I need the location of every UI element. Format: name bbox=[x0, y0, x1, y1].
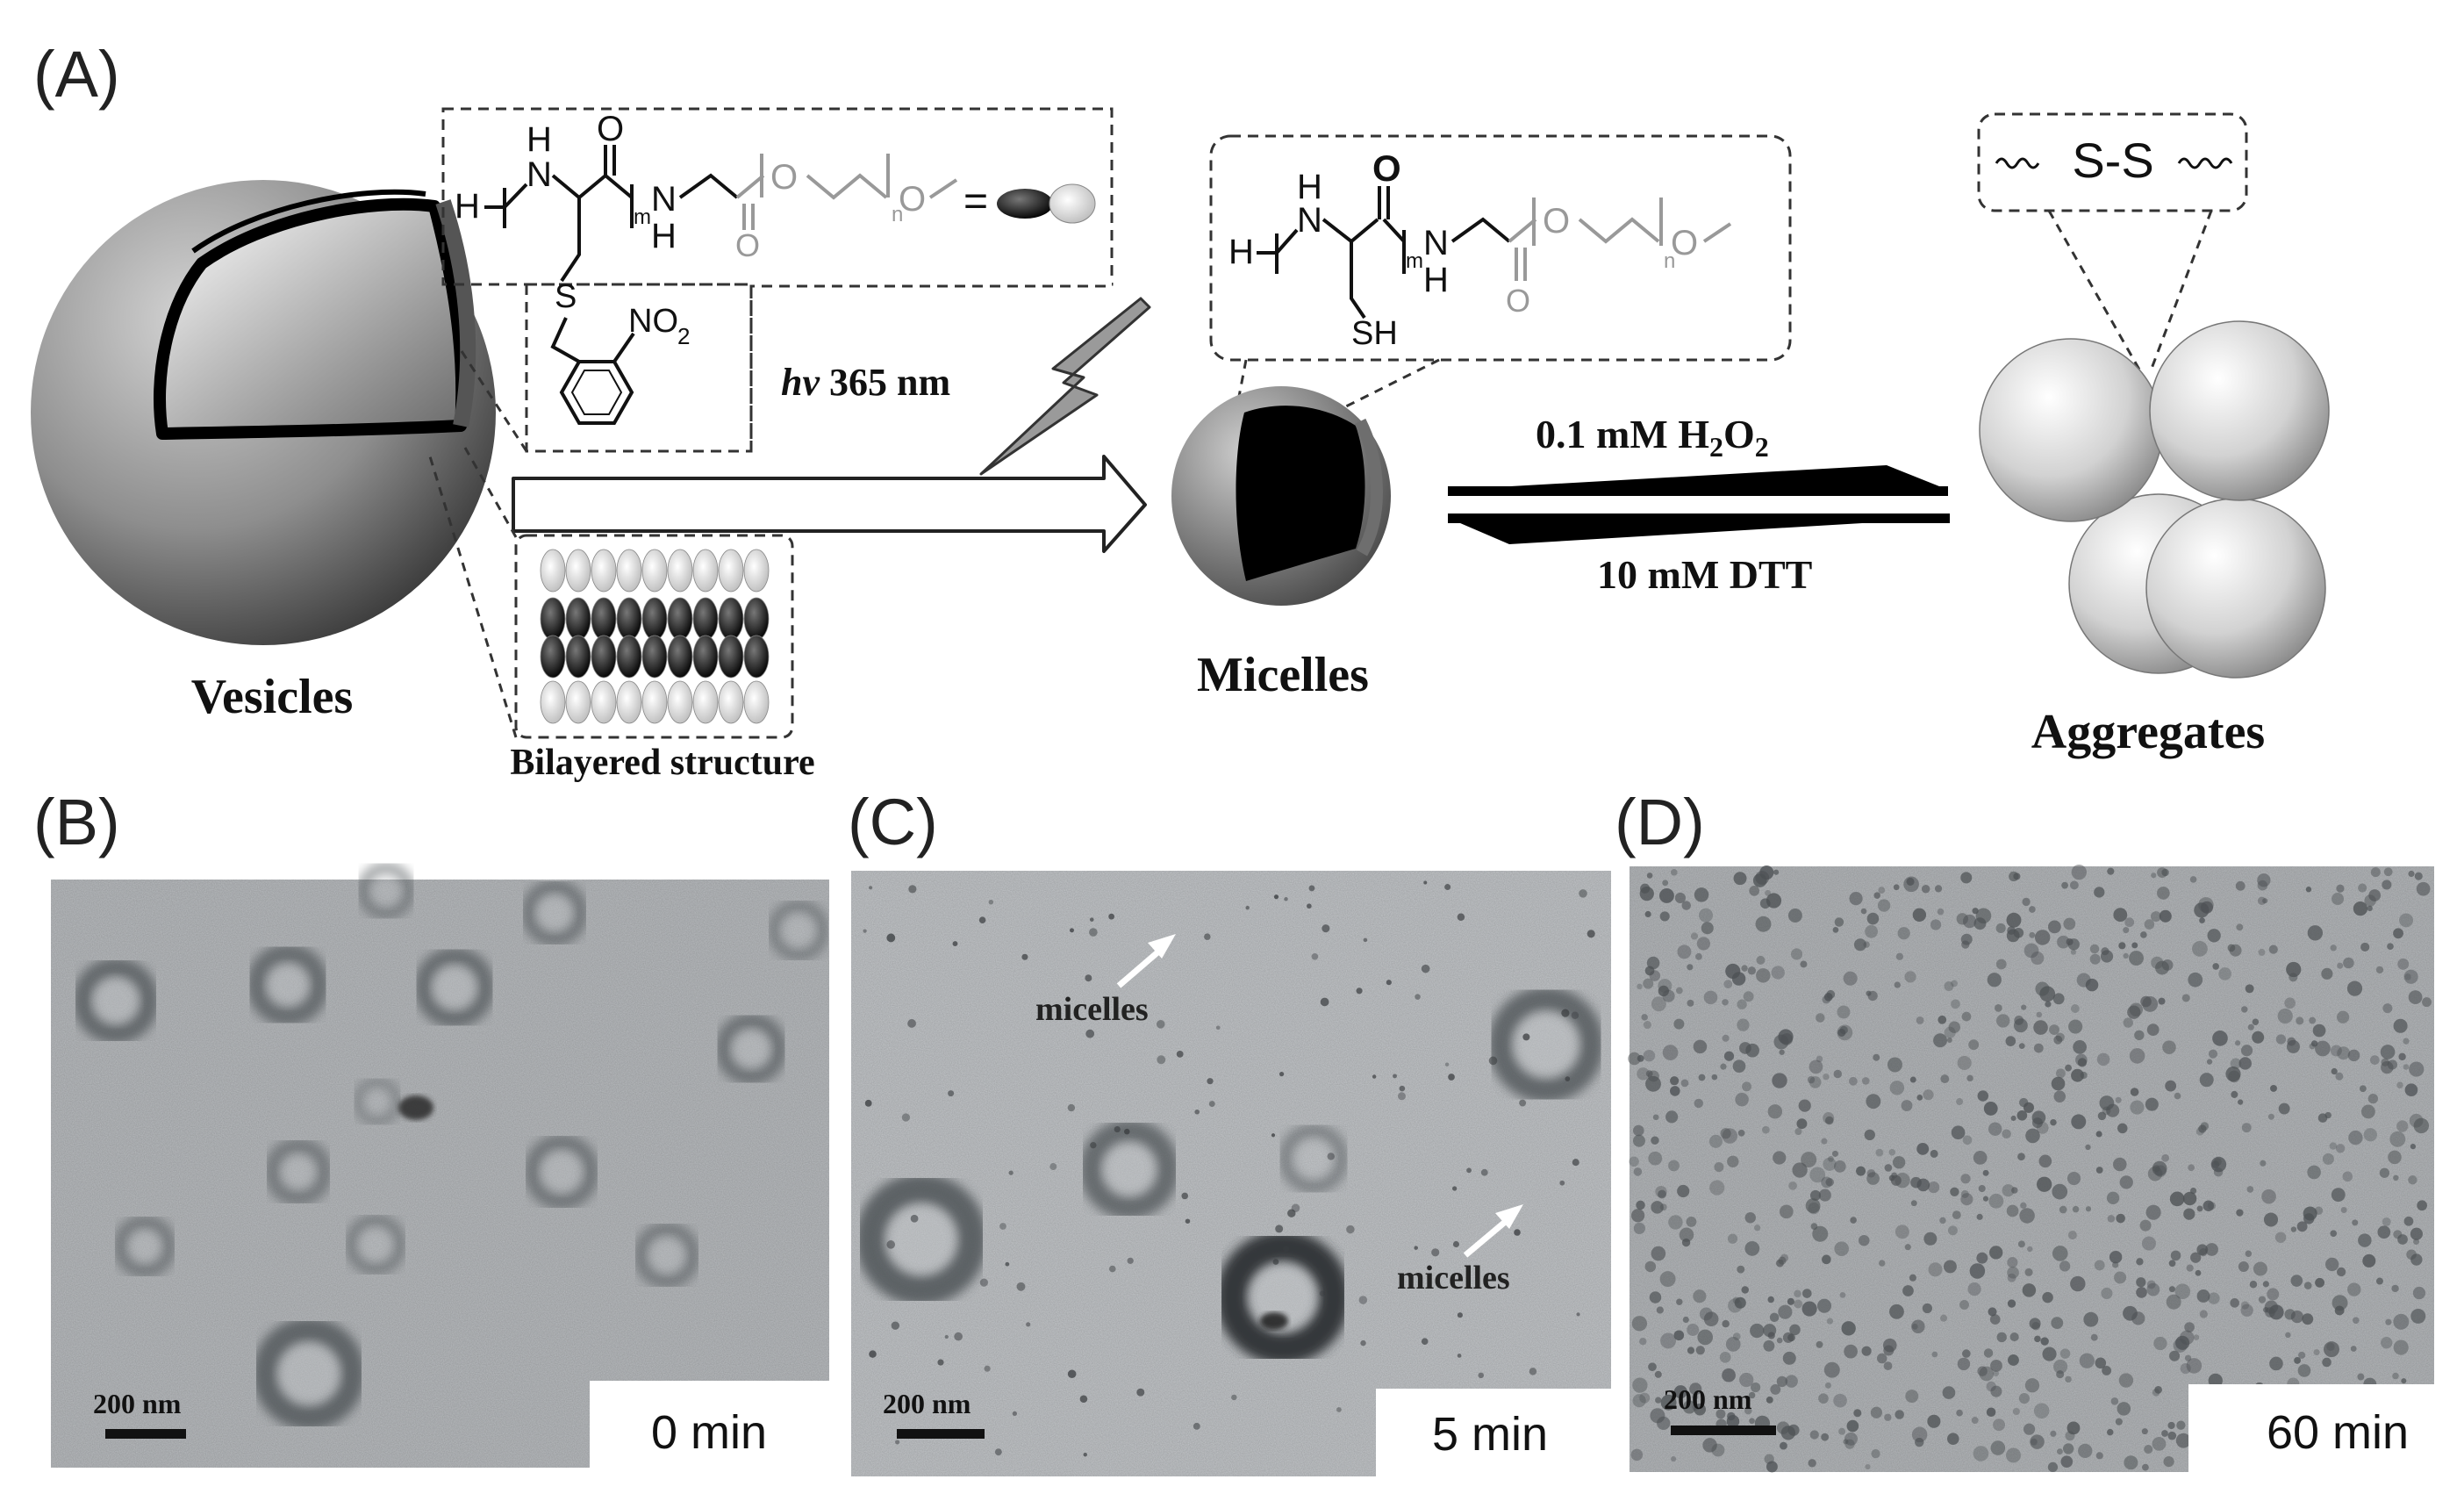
svg-text:m: m bbox=[634, 205, 651, 229]
panel-d: (D) 60 min 200 nm bbox=[1615, 786, 2434, 1473]
time-label-b: 0 min bbox=[651, 1406, 767, 1459]
micelle-cutaway bbox=[1171, 386, 1391, 606]
scale-label-c: 200 nm bbox=[883, 1388, 971, 1419]
micelles-arrow-2 bbox=[1463, 1216, 1512, 1258]
polymer-box-1-lower bbox=[525, 283, 753, 453]
panel-c-letter: (C) bbox=[848, 786, 938, 858]
svg-text:2: 2 bbox=[677, 323, 690, 349]
svg-text:m: m bbox=[1406, 249, 1423, 273]
time-label-d: 60 min bbox=[2267, 1406, 2409, 1459]
svg-text:O: O bbox=[1372, 147, 1401, 189]
scale-bar-d bbox=[1671, 1426, 1776, 1435]
vesicle-cutaway bbox=[31, 180, 496, 645]
svg-text:=: = bbox=[963, 178, 988, 225]
svg-text:n: n bbox=[1664, 249, 1675, 273]
polymer-structure-1: H N H O m N H O O n O = S bbox=[455, 110, 988, 425]
svg-text:O: O bbox=[899, 180, 926, 219]
svg-text:S: S bbox=[555, 278, 577, 315]
svg-text:N: N bbox=[526, 155, 552, 194]
scale-bar-b bbox=[105, 1429, 186, 1439]
svg-text:H: H bbox=[526, 120, 552, 159]
panel-b-letter: (B) bbox=[33, 786, 120, 858]
panel-a: (A) Vesicles H N H O m N H bbox=[31, 38, 2330, 783]
svg-text:H: H bbox=[1297, 168, 1322, 206]
svg-text:SH: SH bbox=[1351, 315, 1398, 352]
svg-text:H: H bbox=[455, 187, 480, 226]
time-box-d bbox=[2188, 1384, 2434, 1472]
svg-text:H: H bbox=[1423, 261, 1449, 299]
vesicles-label: Vesicles bbox=[191, 670, 354, 724]
svg-text:O: O bbox=[735, 227, 760, 263]
time-box-c bbox=[1376, 1389, 1611, 1476]
polymer-box-2 bbox=[1209, 134, 1792, 362]
panel-c: (C) 5 min 200 nm micelles micelles bbox=[848, 786, 1611, 1476]
micelles-annotation-1: micelles bbox=[1035, 991, 1149, 1028]
aggregate-spheres bbox=[1979, 320, 2330, 679]
svg-text:N: N bbox=[1423, 224, 1449, 262]
micelles-arrow-1 bbox=[1116, 945, 1165, 988]
svg-text:H: H bbox=[1228, 233, 1254, 271]
tem-image-c bbox=[851, 871, 1611, 1476]
svg-text:O: O bbox=[1506, 283, 1530, 319]
tem-image-b bbox=[51, 862, 829, 1468]
micelles-label: Micelles bbox=[1197, 648, 1369, 702]
polymer-structure-2: H N H O m N H O O n O SH bbox=[1228, 147, 1732, 352]
svg-text:n: n bbox=[892, 203, 903, 226]
scale-label-d: 200 nm bbox=[1664, 1383, 1752, 1415]
disulfide-bond: S-S bbox=[1995, 133, 2233, 188]
micelles-annotation-2: micelles bbox=[1397, 1260, 1510, 1296]
svg-text:S-S: S-S bbox=[2072, 133, 2153, 188]
lightning-icon bbox=[979, 297, 1151, 476]
scale-bar-c bbox=[897, 1429, 985, 1439]
panel-d-letter: (D) bbox=[1615, 786, 1705, 858]
reductant-label: 10 mM DTT bbox=[1597, 552, 1812, 597]
equilibrium-arrows bbox=[1448, 465, 1950, 544]
panel-a-letter: (A) bbox=[33, 38, 120, 111]
svg-text:NO: NO bbox=[628, 303, 678, 340]
svg-text:N: N bbox=[651, 180, 677, 219]
light-label: hv 365 nm bbox=[781, 361, 950, 404]
svg-text:H: H bbox=[651, 217, 677, 255]
bilayer-structure bbox=[540, 549, 770, 724]
process-arrow bbox=[512, 455, 1147, 553]
time-box-b bbox=[590, 1381, 829, 1468]
tem-image-d bbox=[1628, 864, 2434, 1473]
svg-text:O: O bbox=[1543, 202, 1570, 241]
svg-text:O: O bbox=[597, 110, 624, 148]
aggregates-label: Aggregates bbox=[2031, 705, 2265, 759]
bilayer-box bbox=[514, 534, 794, 739]
svg-text:O: O bbox=[770, 158, 798, 197]
bilayer-label: Bilayered structure bbox=[510, 743, 814, 783]
panel-b: (B) 0 min 200 nm bbox=[33, 786, 829, 1468]
scale-label-b: 200 nm bbox=[93, 1388, 182, 1419]
time-label-c: 5 min bbox=[1432, 1408, 1548, 1461]
unimer-icon bbox=[997, 183, 1096, 224]
svg-text:N: N bbox=[1297, 201, 1322, 240]
svg-text:O: O bbox=[1671, 224, 1698, 262]
oxidant-label: 0.1 mM H2O2 bbox=[1536, 412, 1769, 463]
